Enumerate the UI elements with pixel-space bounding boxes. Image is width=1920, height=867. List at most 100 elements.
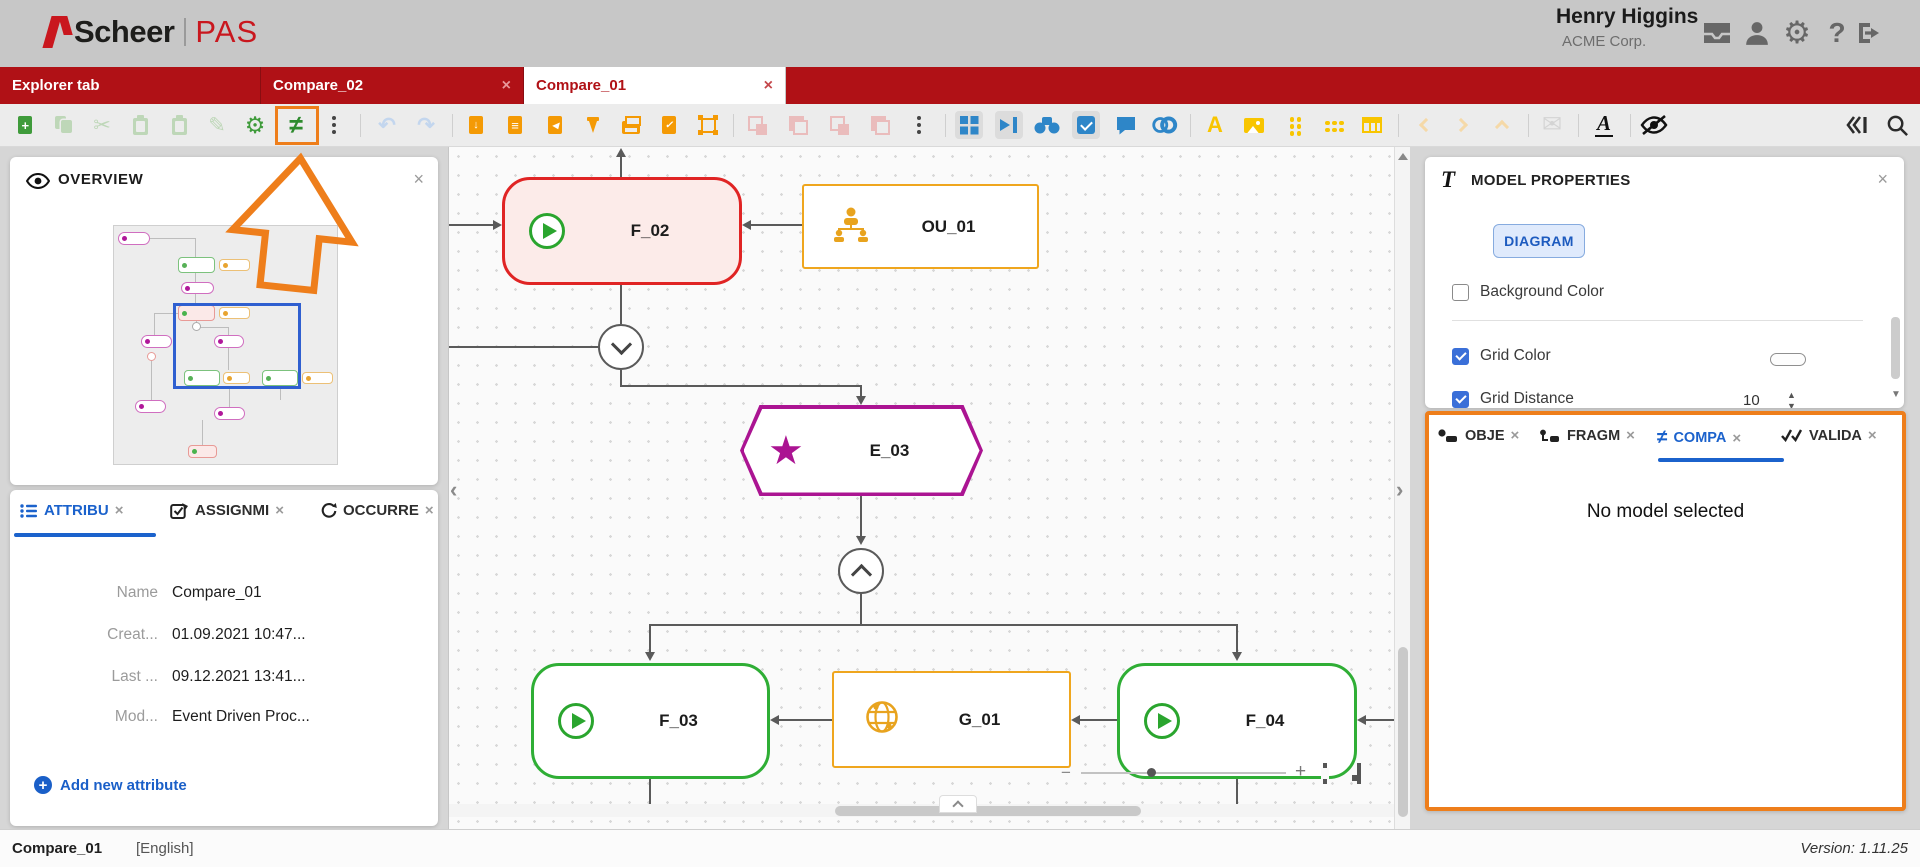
add-attribute-button[interactable]: + Add new attribute	[34, 776, 187, 794]
pin-icon[interactable]	[579, 111, 607, 139]
zoom-in-icon[interactable]: +	[1295, 761, 1307, 782]
status-language[interactable]: [English]	[136, 840, 194, 857]
grid-color-swatch[interactable]	[1770, 353, 1806, 366]
close-icon[interactable]: ×	[1732, 429, 1742, 447]
panel-scrollbar-thumb[interactable]	[1891, 317, 1900, 379]
status-model-name[interactable]: Compare_01	[12, 840, 103, 857]
field-value[interactable]: Event Driven Proc...	[172, 708, 310, 725]
vertical-scrollbar-thumb[interactable]	[1398, 647, 1408, 817]
node-orgunit-OU01[interactable]: OU_01	[802, 184, 1039, 269]
gateway-up[interactable]	[838, 548, 884, 594]
gateway-down[interactable]	[598, 324, 644, 370]
collapse-bottom-handle[interactable]	[939, 795, 977, 813]
diagram-button[interactable]: DIAGRAM	[1493, 224, 1585, 258]
help-icon[interactable]: ?	[1828, 17, 1846, 48]
tab-validation[interactable]: VALIDA ×	[1781, 427, 1877, 444]
panel-scroll-down-icon[interactable]: ▼	[1891, 389, 1901, 400]
fit-frame-icon[interactable]	[1357, 763, 1361, 784]
nav-up-icon[interactable]	[1488, 111, 1516, 139]
tab-compare-02[interactable]: Compare_02 ×	[261, 67, 524, 104]
comment-icon[interactable]	[1112, 111, 1140, 139]
spinner-up-icon[interactable]: ▲	[1787, 390, 1796, 400]
nav-left-icon[interactable]	[1410, 111, 1438, 139]
close-icon[interactable]: ×	[275, 502, 284, 519]
fullscreen-icon[interactable]	[1323, 763, 1327, 784]
close-icon[interactable]: ×	[763, 76, 773, 94]
layer-back-icon[interactable]	[784, 111, 812, 139]
doc-check-icon[interactable]	[655, 111, 683, 139]
logout-icon[interactable]	[1853, 16, 1887, 50]
node-function-F04[interactable]: F_04	[1117, 663, 1357, 779]
doc-lines-icon[interactable]	[501, 111, 529, 139]
font-color-icon[interactable]: A	[1207, 112, 1223, 137]
dots-vertical-icon[interactable]	[1280, 111, 1308, 139]
field-value[interactable]: 09.12.2021 13:41...	[172, 668, 306, 685]
paste-special-icon[interactable]	[165, 111, 193, 139]
inbox-icon[interactable]	[1700, 16, 1734, 50]
new-document-icon[interactable]	[11, 111, 39, 139]
layer-up-icon[interactable]	[825, 111, 853, 139]
doc-back-icon[interactable]	[541, 111, 569, 139]
layer-down-icon[interactable]	[866, 111, 894, 139]
grid-distance-value[interactable]: 10	[1743, 392, 1760, 408]
vertical-scrollbar[interactable]	[1394, 147, 1410, 829]
collapse-panels-icon[interactable]	[1843, 111, 1871, 139]
tab-attributes[interactable]: ATTRIBU ×	[20, 502, 123, 519]
overview-minimap[interactable]	[113, 225, 338, 465]
copy-icon[interactable]	[50, 111, 78, 139]
toggle-rings-icon[interactable]	[1150, 111, 1178, 139]
table-icon[interactable]	[1358, 111, 1386, 139]
tab-assignments[interactable]: ASSIGNMI ×	[170, 502, 284, 519]
collapse-left-panel-icon[interactable]: ‹	[450, 477, 458, 502]
snap-icon[interactable]	[995, 111, 1023, 139]
tab-compare[interactable]: ≠ COMPA ×	[1657, 427, 1741, 449]
close-icon[interactable]: ×	[424, 502, 434, 519]
crop-icon[interactable]	[694, 111, 722, 139]
scroll-up-icon[interactable]	[1398, 153, 1408, 160]
tab-compare-01[interactable]: Compare_01 ×	[524, 67, 786, 104]
tab-explorer[interactable]: Explorer tab	[0, 67, 261, 104]
search-icon[interactable]	[1883, 111, 1911, 139]
image-icon[interactable]	[1240, 111, 1268, 139]
close-icon[interactable]: ×	[501, 76, 511, 94]
checkbox-checked[interactable]	[1452, 390, 1469, 408]
more-vert-icon[interactable]	[320, 111, 348, 139]
compare-notequal-icon[interactable]: ≠	[289, 110, 303, 139]
diagram-canvas[interactable]: F_02 OU_01 ★ E_03 F_03	[448, 147, 1394, 829]
hide-eye-icon[interactable]	[1640, 111, 1668, 139]
zoom-out-icon[interactable]: −	[1061, 763, 1071, 782]
close-icon[interactable]: ×	[1510, 427, 1520, 444]
more-vert-icon[interactable]	[905, 111, 933, 139]
layer-front-icon[interactable]	[743, 111, 771, 139]
node-function-F03[interactable]: F_03	[531, 663, 770, 779]
undo-icon[interactable]: ↶	[378, 113, 396, 137]
doc-download-icon[interactable]	[462, 111, 490, 139]
nav-right-icon[interactable]	[1449, 111, 1477, 139]
zoom-slider-handle[interactable]	[1147, 768, 1156, 777]
spinner-down-icon[interactable]: ▼	[1787, 401, 1796, 408]
horizontal-scrollbar[interactable]	[449, 804, 1394, 817]
horizontal-scrollbar-thumb[interactable]	[835, 805, 1141, 816]
binoculars-icon[interactable]	[1033, 111, 1061, 139]
tab-fragments[interactable]: FRAGM ×	[1539, 427, 1635, 444]
settings-gear-icon[interactable]: ⚙	[244, 111, 266, 138]
minimap-viewport[interactable]	[173, 303, 301, 389]
cut-icon[interactable]: ✂	[93, 113, 111, 137]
redo-icon[interactable]: ↷	[417, 113, 435, 137]
node-group-G01[interactable]: G_01	[832, 671, 1071, 768]
field-value[interactable]: Compare_01	[172, 584, 262, 601]
multi-select-icon[interactable]	[1072, 111, 1100, 139]
node-function-F02[interactable]: F_02	[502, 177, 742, 285]
print-icon[interactable]	[617, 111, 645, 139]
checkbox-checked[interactable]	[1452, 347, 1469, 365]
field-value[interactable]: 01.09.2021 10:47...	[172, 626, 306, 643]
paste-icon[interactable]	[126, 111, 154, 139]
node-event-E03[interactable]: ★ E_03	[740, 405, 983, 496]
close-icon[interactable]: ×	[1867, 427, 1877, 444]
checkbox[interactable]	[1452, 283, 1469, 301]
close-icon[interactable]: ×	[1877, 169, 1888, 189]
dots-grid-icon[interactable]	[1319, 111, 1347, 139]
message-icon[interactable]: ✉	[1541, 111, 1563, 138]
close-icon[interactable]: ×	[1626, 427, 1635, 444]
zoom-slider-track[interactable]	[1081, 772, 1286, 774]
